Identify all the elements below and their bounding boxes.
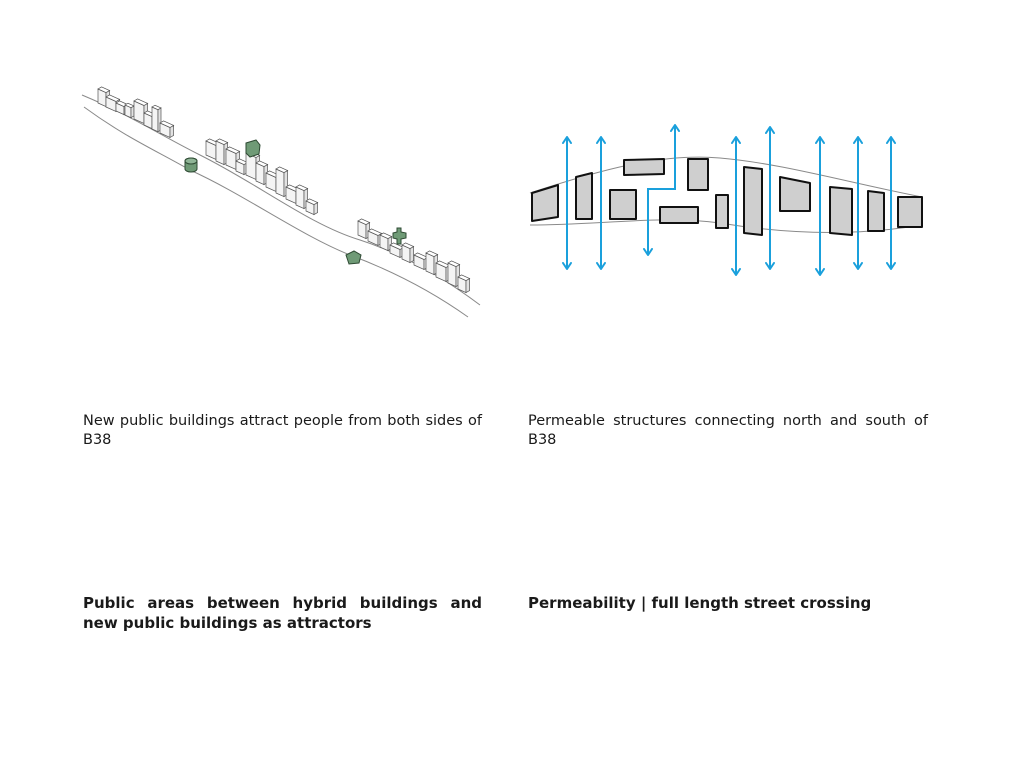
hybrid-building bbox=[124, 102, 135, 119]
hybrid-buildings bbox=[97, 86, 471, 294]
building-block bbox=[687, 158, 709, 191]
public-building-pentagon bbox=[345, 250, 362, 265]
public-buildings bbox=[184, 139, 407, 265]
hybrid-building bbox=[295, 184, 309, 210]
building-block bbox=[609, 189, 637, 220]
street-edge-south bbox=[83, 106, 469, 318]
building-blocks bbox=[531, 158, 923, 236]
hybrid-building bbox=[305, 198, 319, 216]
stepped-crossing-arrow bbox=[647, 125, 676, 255]
building-block bbox=[867, 190, 885, 232]
left-caption: New public buildings attract people from… bbox=[83, 413, 482, 448]
hybrid-building bbox=[357, 218, 371, 240]
hybrid-building bbox=[379, 232, 393, 252]
hybrid-building bbox=[401, 242, 415, 264]
hybrid-building bbox=[275, 166, 289, 198]
hybrid-building bbox=[225, 146, 241, 171]
hybrid-building bbox=[435, 260, 451, 283]
building-block bbox=[743, 166, 763, 236]
hybrid-building bbox=[457, 274, 471, 294]
permeability-plan-diagram bbox=[529, 124, 923, 276]
hybrid-building bbox=[159, 120, 175, 139]
public-building-cross bbox=[392, 227, 407, 245]
building-block bbox=[897, 196, 923, 228]
building-block bbox=[575, 172, 593, 220]
right-heading: Permeability | full length street crossi… bbox=[528, 594, 872, 612]
left-heading: Public areas between hybrid buildings an… bbox=[83, 594, 482, 632]
isometric-street-diagram bbox=[81, 86, 481, 318]
building-block bbox=[623, 158, 665, 176]
building-block bbox=[715, 194, 729, 229]
right-caption: Permeable structures connecting north an… bbox=[528, 413, 928, 448]
street-edges bbox=[81, 94, 481, 318]
building-block bbox=[531, 184, 559, 222]
hybrid-building bbox=[413, 252, 429, 271]
building-block bbox=[779, 176, 811, 212]
public-building-cube bbox=[245, 139, 261, 158]
street-edge-north bbox=[81, 94, 481, 306]
crossing-arrows bbox=[562, 124, 896, 276]
building-block bbox=[829, 186, 853, 236]
building-block bbox=[659, 206, 699, 224]
hybrid-building bbox=[151, 104, 162, 133]
